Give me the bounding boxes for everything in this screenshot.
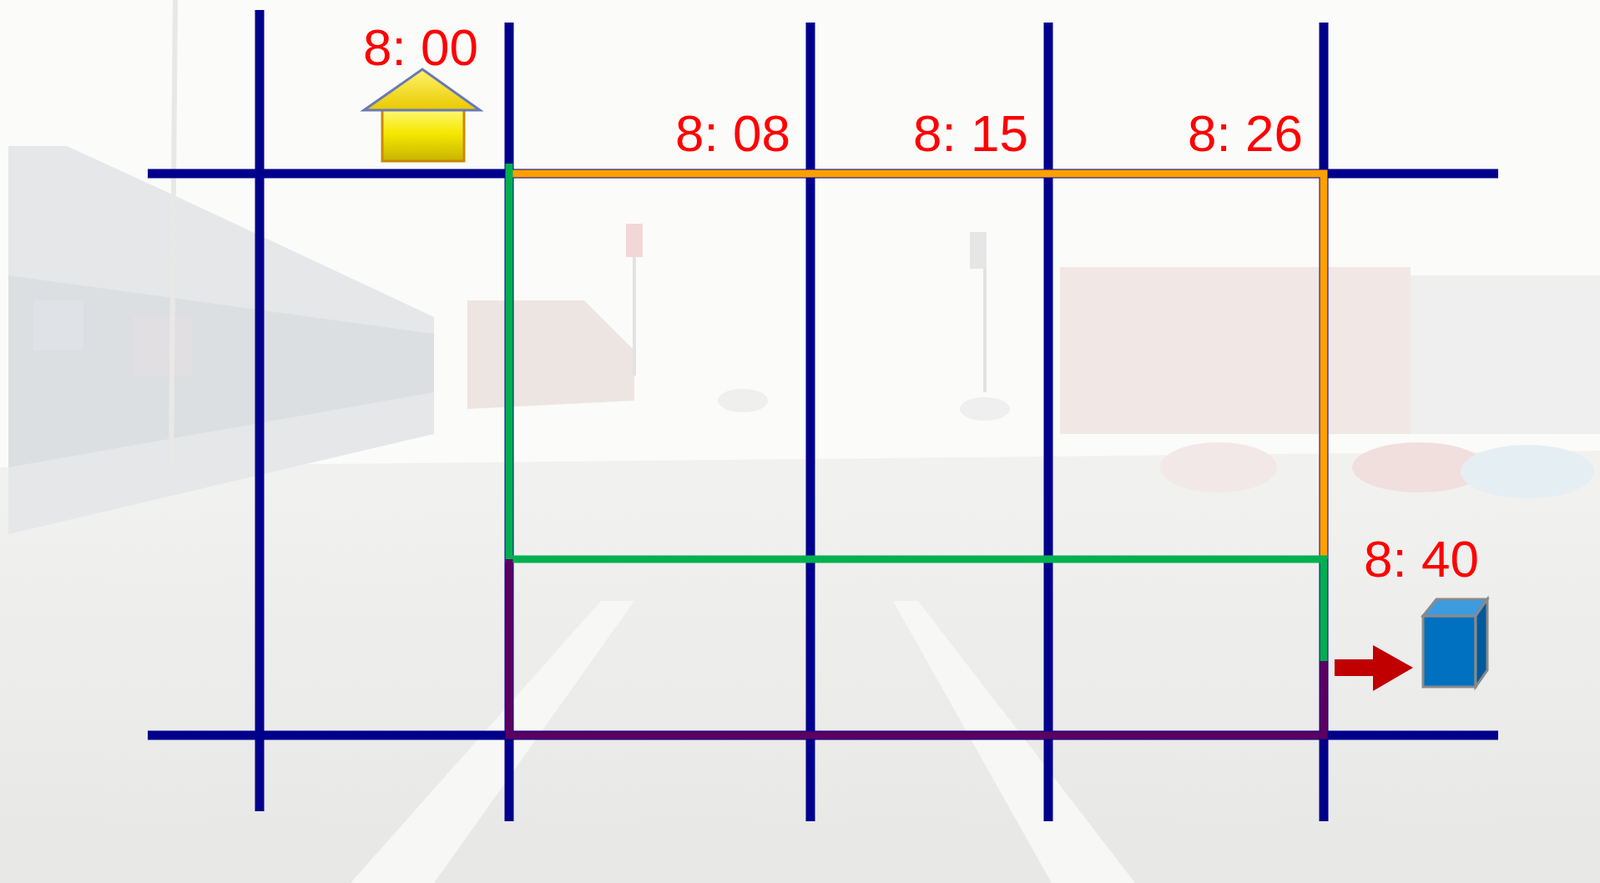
- green-route: [509, 163, 1324, 662]
- purple-route: [509, 559, 1324, 736]
- red-arrow: [1334, 645, 1414, 692]
- time-label: 8: 08: [675, 107, 791, 160]
- time-label: 8: 15: [913, 107, 1029, 160]
- house-icon: [363, 69, 480, 162]
- time-label: 8: 40: [1363, 533, 1479, 586]
- street-grid: [147, 10, 1499, 822]
- time-label: 8: 00: [363, 21, 479, 74]
- time-label: 8: 26: [1187, 107, 1303, 160]
- orange-route: [509, 173, 1324, 560]
- destination-box: [1423, 599, 1488, 687]
